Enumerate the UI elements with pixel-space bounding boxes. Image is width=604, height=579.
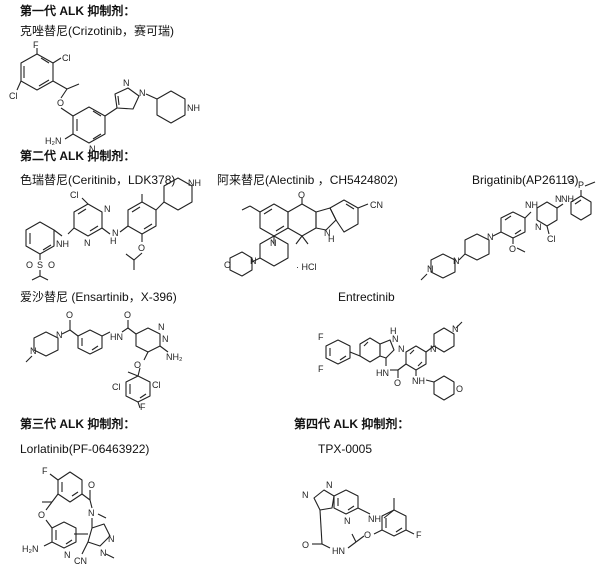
- atom-n: N: [88, 508, 95, 518]
- atom-cl: Cl: [547, 234, 556, 244]
- atom-cl: Cl: [62, 53, 71, 63]
- atom-nh: NH: [561, 194, 574, 204]
- atom-n: N: [430, 344, 437, 354]
- atom-n: N: [250, 256, 257, 266]
- atom-f: F: [42, 466, 48, 476]
- atom-o: O: [138, 243, 145, 253]
- ceritinib-name: 色瑞替尼(Ceritinib，LDK378): [20, 173, 176, 187]
- atom-f: F: [318, 332, 324, 342]
- atom-n: N: [123, 78, 130, 88]
- atom-nh: NH: [525, 200, 538, 210]
- atom-f: F: [318, 364, 324, 374]
- atom-o: O: [26, 260, 33, 270]
- atom-cl: Cl: [112, 382, 121, 392]
- tpx0005-structure: N N N NH F O HN O: [302, 480, 422, 556]
- tpx0005-name: TPX-0005: [318, 442, 373, 456]
- atom-s: S: [37, 260, 43, 270]
- atom-o: O: [567, 174, 574, 184]
- atom-nh: NH: [187, 103, 200, 113]
- atom-n: N: [427, 264, 434, 274]
- atom-n: N: [487, 232, 494, 242]
- atom-n: N: [344, 516, 351, 526]
- ensartinib-name: 爱沙替尼 (Ensartinib，X-396): [20, 290, 177, 304]
- atom-cn: CN: [74, 556, 87, 566]
- atom-o: O: [394, 378, 401, 388]
- atom-nh: NH: [188, 178, 201, 188]
- atom-f: F: [416, 530, 422, 540]
- atom-h2n: H₂N: [22, 544, 39, 554]
- entrectinib-structure: F F H N N HN O N N NH O: [318, 321, 463, 401]
- alectinib-structure: O H N CN N N O · HCl: [224, 190, 383, 277]
- atom-n: N: [89, 144, 96, 154]
- atom-o: O: [124, 310, 131, 320]
- atom-o: O: [88, 480, 95, 490]
- atom-o: O: [224, 260, 231, 270]
- atom-n: N: [84, 238, 91, 248]
- atom-f: F: [33, 40, 39, 50]
- atom-n: N: [64, 550, 71, 560]
- atom-n: N: [139, 88, 146, 98]
- brigatinib-structure: N N N O NH N N Cl NH P O: [420, 174, 596, 281]
- gen2-heading: 第二代 ALK 抑制剂：: [20, 149, 136, 163]
- crizotinib-structure: F Cl Cl O N H₂N N N NH: [9, 40, 200, 154]
- atom-n: N: [392, 334, 399, 344]
- atom-o: O: [509, 244, 516, 254]
- atom-n: N: [104, 204, 111, 214]
- atom-o: O: [302, 540, 309, 550]
- atom-hn: HN: [376, 368, 389, 378]
- atom-o: O: [48, 260, 55, 270]
- alectinib-name: 阿来替尼(Alectinib ，CH5424802): [217, 173, 398, 187]
- ceritinib-structure: O S O NH Cl N N H N O NH: [25, 177, 201, 281]
- ensartinib-structure: N N O HN O N N NH₂ O Cl Cl F: [25, 310, 183, 412]
- atom-nh: NH: [368, 514, 381, 524]
- atom-nh: HN: [110, 332, 123, 342]
- atom-n: N: [326, 480, 333, 490]
- atom-n: N: [324, 228, 331, 238]
- atom-h2n: H₂N: [45, 136, 62, 146]
- atom-cl: Cl: [70, 190, 79, 200]
- atom-o: O: [66, 310, 73, 320]
- atom-o: O: [57, 98, 64, 108]
- atom-n: N: [452, 324, 459, 334]
- atom-p: P: [578, 180, 584, 190]
- lorlatinib-name: Lorlatinib(PF-06463922): [20, 442, 150, 456]
- atom-nh2: NH₂: [166, 352, 183, 362]
- atom-n: N: [158, 322, 165, 332]
- atom-h: H: [328, 234, 335, 244]
- atom-n: N: [162, 334, 169, 344]
- atom-nh: NH: [412, 376, 425, 386]
- atom-o: O: [134, 360, 141, 370]
- atom-n: N: [302, 490, 309, 500]
- gen1-heading: 第一代 ALK 抑制剂：: [20, 4, 136, 18]
- atom-o: O: [38, 510, 45, 520]
- atom-o: O: [364, 530, 371, 540]
- entrectinib-name: Entrectinib: [338, 290, 395, 304]
- gen4-heading: 第四代 ALK 抑制剂：: [294, 417, 410, 431]
- atom-n: N: [555, 194, 562, 204]
- atom-nh: HN: [332, 546, 345, 556]
- atom-cn: CN: [370, 200, 383, 210]
- atom-n: N: [30, 346, 37, 356]
- lorlatinib-structure: F O N N N CN N H₂N O: [22, 466, 115, 566]
- crizotinib-name: 克唑替尼(Crizotinib，赛可瑞): [20, 24, 175, 38]
- atom-cl: Cl: [9, 91, 18, 101]
- atom-n: N: [112, 228, 119, 238]
- atom-n: N: [100, 548, 107, 558]
- atom-o: O: [298, 190, 305, 200]
- atom-n: N: [270, 238, 277, 248]
- gen3-heading: 第三代 ALK 抑制剂：: [20, 417, 136, 431]
- brigatinib-name: Brigatinib(AP26113): [472, 173, 579, 187]
- atom-n: N: [535, 222, 542, 232]
- atom-n: N: [56, 330, 63, 340]
- atom-o: O: [456, 384, 463, 394]
- atom-hcl: · HCl: [296, 262, 317, 272]
- atom-n: N: [108, 534, 115, 544]
- atom-n: N: [453, 256, 460, 266]
- atom-h: H: [390, 326, 397, 336]
- atom-h: H: [110, 236, 117, 246]
- atom-n: N: [398, 344, 405, 354]
- atom-f: F: [140, 402, 146, 412]
- atom-nh: NH: [56, 239, 69, 249]
- atom-cl: Cl: [152, 380, 161, 390]
